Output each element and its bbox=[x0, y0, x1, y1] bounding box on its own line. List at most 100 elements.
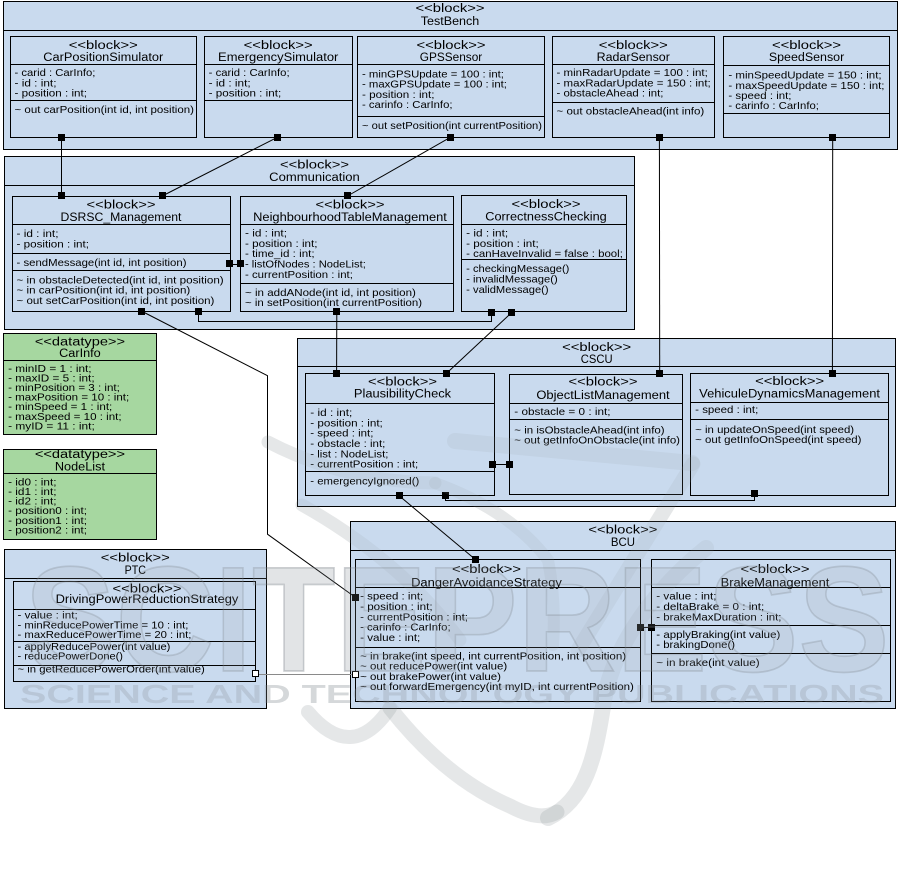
svg-text:- listOfNodes : NodeList;: - listOfNodes : NodeList; bbox=[245, 259, 366, 271]
svg-text:- obstacleAhead : int;: - obstacleAhead : int; bbox=[557, 88, 664, 100]
svg-text:- brakingDone(): - brakingDone() bbox=[656, 639, 735, 651]
svg-text:- id1 : int;: - id1 : int; bbox=[8, 486, 56, 498]
svg-text:- validMessage(): - validMessage() bbox=[466, 284, 548, 296]
svg-text:- carid : CarInfo;: - carid : CarInfo; bbox=[15, 67, 96, 79]
svg-text:- carinfo : CarInfo;: - carinfo : CarInfo; bbox=[728, 100, 819, 112]
svg-text:<<block>>: <<block>> bbox=[316, 200, 385, 212]
svg-text:- carinfo : CarInfo;: - carinfo : CarInfo; bbox=[362, 99, 453, 111]
svg-text:BrakeManagement: BrakeManagement bbox=[721, 577, 831, 589]
svg-text:<<block>>: <<block>> bbox=[101, 553, 170, 565]
svg-text:~ in brake(int speed, int curr: ~ in brake(int speed, int currentPositio… bbox=[360, 651, 626, 663]
svg-text:<<block>>: <<block>> bbox=[87, 200, 156, 212]
svg-text:- position : int;: - position : int; bbox=[362, 89, 435, 101]
svg-text:- checkingMessage(): - checkingMessage() bbox=[466, 263, 569, 275]
svg-text:- reducePowerDone(): - reducePowerDone() bbox=[18, 650, 124, 662]
svg-text:- minGPSUpdate = 100 : int;: - minGPSUpdate = 100 : int; bbox=[362, 69, 504, 81]
svg-text:<<block>>: <<block>> bbox=[416, 3, 485, 15]
svg-text:<<block>>: <<block>> bbox=[588, 525, 657, 537]
svg-text:Communication: Communication bbox=[269, 172, 360, 184]
svg-text:- myID = 11 : int;: - myID = 11 : int; bbox=[8, 420, 95, 432]
svg-text:- position : int;: - position : int; bbox=[209, 88, 282, 100]
svg-text:~ in addANode(int id, int posi: ~ in addANode(int id, int position) bbox=[245, 287, 416, 299]
svg-text:- maxReducePowerTime = 20 : in: - maxReducePowerTime = 20 : int; bbox=[18, 629, 192, 641]
svg-text:- id2 : int;: - id2 : int; bbox=[8, 496, 56, 508]
svg-text:<<block>>: <<block>> bbox=[417, 40, 486, 52]
svg-text:- position : int;: - position : int; bbox=[360, 601, 433, 613]
svg-text:- maxPosition = 10 : int;: - maxPosition = 10 : int; bbox=[8, 392, 129, 404]
svg-text:- minSpeedUpdate = 150 : int;: - minSpeedUpdate = 150 : int; bbox=[728, 70, 881, 82]
svg-text:~ in brake(int value): ~ in brake(int value) bbox=[656, 657, 759, 669]
svg-text:- position0 : int;: - position0 : int; bbox=[8, 505, 87, 517]
svg-text:<<block>>: <<block>> bbox=[562, 342, 631, 354]
svg-text:<<block>>: <<block>> bbox=[69, 40, 138, 52]
svg-text:- obstacle : int;: - obstacle : int; bbox=[310, 438, 385, 450]
svg-text:<<block>>: <<block>> bbox=[599, 40, 668, 52]
svg-text:~ out setCarPosition(int id, i: ~ out setCarPosition(int id, int positio… bbox=[17, 295, 215, 307]
svg-text:<<block>>: <<block>> bbox=[113, 583, 182, 595]
svg-text:~ out getInfoOnSpeed(int speed: ~ out getInfoOnSpeed(int speed) bbox=[695, 434, 861, 446]
svg-text:- value : int;: - value : int; bbox=[360, 632, 420, 644]
svg-text:- maxID = 5 : int;: - maxID = 5 : int; bbox=[8, 372, 95, 384]
svg-text:- id : int;: - id : int; bbox=[466, 228, 508, 240]
svg-text:- applyBraking(int value): - applyBraking(int value) bbox=[656, 629, 780, 641]
svg-text:~ out forwardEmergency(int myI: ~ out forwardEmergency(int myID, int cur… bbox=[360, 681, 634, 693]
svg-text:- position1 : int;: - position1 : int; bbox=[8, 515, 87, 527]
svg-text:PTC: PTC bbox=[125, 565, 146, 577]
svg-text:- maxRadarUpdate = 150 : int;: - maxRadarUpdate = 150 : int; bbox=[557, 77, 711, 89]
svg-text:CorrectnessChecking: CorrectnessChecking bbox=[485, 211, 606, 223]
svg-text:- emergencyIgnored(): - emergencyIgnored() bbox=[310, 475, 419, 487]
svg-text:NeighbourhoodTableManagement: NeighbourhoodTableManagement bbox=[253, 212, 448, 224]
svg-text:~ out brakePower(int value): ~ out brakePower(int value) bbox=[360, 671, 501, 683]
svg-text:- deltaBrake = 0 : int;: - deltaBrake = 0 : int; bbox=[656, 601, 764, 613]
svg-text:~ in obstacleDetected(int id,: ~ in obstacleDetected(int id, int positi… bbox=[17, 274, 224, 286]
svg-text:- maxGPSUpdate = 100 : int;: - maxGPSUpdate = 100 : int; bbox=[362, 79, 507, 91]
svg-text:<<block>>: <<block>> bbox=[368, 376, 437, 388]
svg-text:- carid : CarInfo;: - carid : CarInfo; bbox=[209, 67, 290, 79]
svg-text:~ in getReducePowerOrder(int v: ~ in getReducePowerOrder(int value) bbox=[18, 664, 205, 676]
svg-text:- position : int;: - position : int; bbox=[466, 238, 539, 250]
svg-text:SCIENCE AND TECHNOLOGY PUBLICA: SCIENCE AND TECHNOLOGY PUBLICATIONS bbox=[20, 679, 884, 709]
svg-text:- brakeMaxDuration : int;: - brakeMaxDuration : int; bbox=[656, 611, 781, 623]
svg-text:PlausibilityCheck: PlausibilityCheck bbox=[354, 389, 451, 401]
svg-text:EmergencySimulator: EmergencySimulator bbox=[218, 52, 338, 64]
svg-text:- position2 : int;: - position2 : int; bbox=[8, 524, 87, 536]
svg-text:SCITEPRESS: SCITEPRESS bbox=[25, 535, 890, 703]
svg-text:- list : NodeList;: - list : NodeList; bbox=[310, 448, 388, 460]
svg-text:<<block>>: <<block>> bbox=[512, 199, 581, 211]
svg-text:- maxSpeedUpdate = 150 : int;: - maxSpeedUpdate = 150 : int; bbox=[728, 80, 884, 92]
svg-text:- minSpeed = 1 : int;: - minSpeed = 1 : int; bbox=[8, 401, 112, 413]
svg-text:~ out obstacleAhead(int info): ~ out obstacleAhead(int info) bbox=[557, 106, 705, 118]
svg-text:- id : int;: - id : int; bbox=[245, 228, 287, 240]
svg-text:<<block>>: <<block>> bbox=[772, 40, 841, 52]
svg-text:<<block>>: <<block>> bbox=[244, 40, 313, 52]
svg-text:ObjectListManagement: ObjectListManagement bbox=[536, 390, 670, 402]
svg-text:<<block>>: <<block>> bbox=[741, 564, 810, 576]
svg-text:- position : int;: - position : int; bbox=[310, 417, 383, 429]
svg-text:GPSSensor: GPSSensor bbox=[420, 52, 483, 64]
svg-text:DrivingPowerReductionStrategy: DrivingPowerReductionStrategy bbox=[56, 594, 239, 606]
svg-text:~ in carPosition(int id, int p: ~ in carPosition(int id, int position) bbox=[17, 285, 191, 297]
svg-text:- id : int;: - id : int; bbox=[310, 407, 352, 419]
svg-text:DSRSC_Management: DSRSC_Management bbox=[61, 212, 183, 224]
svg-text:~ out setPosition(int currentP: ~ out setPosition(int currentPosition) bbox=[362, 120, 542, 132]
svg-text:- id : int;: - id : int; bbox=[17, 228, 59, 240]
svg-text:RadarSensor: RadarSensor bbox=[597, 52, 670, 64]
svg-text:~ in isObstacleAhead(int info): ~ in isObstacleAhead(int info) bbox=[514, 424, 664, 436]
svg-text:- speed : int;: - speed : int; bbox=[310, 428, 373, 440]
svg-text:- maxSpeed = 10 : int;: - maxSpeed = 10 : int; bbox=[8, 411, 122, 423]
svg-text:<<block>>: <<block>> bbox=[452, 564, 521, 576]
svg-text:- minRadarUpdate = 100 : int;: - minRadarUpdate = 100 : int; bbox=[557, 67, 708, 79]
svg-text:- currentPosition : int;: - currentPosition : int; bbox=[310, 459, 418, 471]
svg-text:- speed : int;: - speed : int; bbox=[695, 404, 758, 416]
svg-text:- obstacle = 0 : int;: - obstacle = 0 : int; bbox=[514, 406, 610, 418]
svg-text:CarPositionSimulator: CarPositionSimulator bbox=[43, 52, 163, 64]
svg-text:~ out getInfoOnObstacle(int in: ~ out getInfoOnObstacle(int info) bbox=[514, 435, 680, 447]
svg-text:<<block>>: <<block>> bbox=[280, 160, 349, 172]
svg-text:~ in setPosition(int currentPo: ~ in setPosition(int currentPosition) bbox=[245, 297, 422, 309]
svg-text:CarInfo: CarInfo bbox=[59, 348, 101, 360]
svg-text:- minID = 1 : int;: - minID = 1 : int; bbox=[8, 363, 92, 375]
svg-text:- value : int;: - value : int; bbox=[18, 609, 78, 621]
svg-text:- currentPosition : int;: - currentPosition : int; bbox=[245, 269, 353, 281]
svg-text:NodeList: NodeList bbox=[55, 461, 106, 473]
svg-text:<<datatype>>: <<datatype>> bbox=[35, 336, 125, 348]
